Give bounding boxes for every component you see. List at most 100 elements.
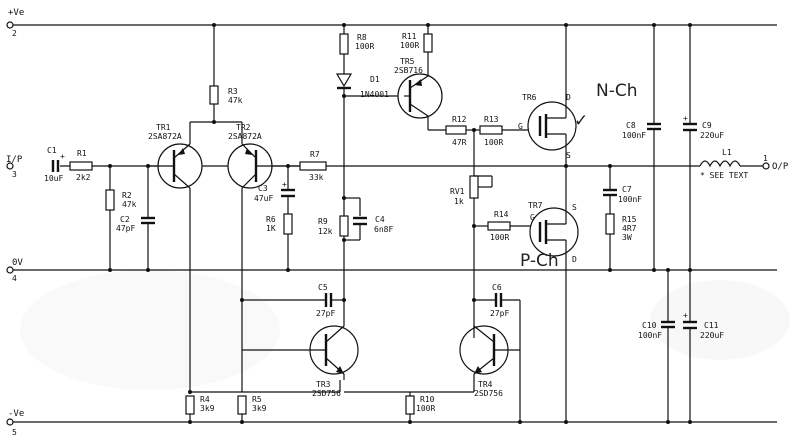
svg-text:+: + (683, 311, 688, 320)
output-label: O/P (772, 162, 789, 172)
r10-ref: R10 (420, 395, 435, 404)
pos-rail-pin: 2 (12, 29, 17, 38)
resistor-r13 (479, 125, 503, 135)
resistor-r7 (299, 161, 327, 171)
neg-terminal (6, 418, 14, 426)
r12-value: 47R (452, 138, 467, 147)
r4-value: 3k9 (200, 404, 215, 413)
r12-ref: R12 (452, 115, 467, 124)
r13-value: 100R (484, 138, 503, 147)
resistor-r2 (105, 189, 115, 211)
capacitor-c1: + C1 10uF (44, 146, 65, 183)
gnd-terminal (6, 266, 14, 274)
gnd-label: 0V (12, 258, 23, 268)
r4-ref: R4 (200, 395, 210, 404)
svg-text:+: + (683, 114, 688, 123)
tr1-ref: TR1 (156, 123, 171, 132)
c1-ref: C1 (47, 146, 57, 155)
r14-ref: R14 (494, 210, 509, 219)
r2-ref: R2 (122, 191, 132, 200)
r5-ref: R5 (252, 395, 262, 404)
tr2-ref: TR2 (236, 123, 251, 132)
tr5-value: 2SB716 (394, 66, 423, 75)
resistor-r5 (237, 395, 247, 415)
tr2-value: 2SA872A (228, 132, 262, 141)
r15-rating: 3W (622, 233, 632, 242)
resistor-r8 (339, 33, 349, 55)
r5-value: 3k9 (252, 404, 267, 413)
r8-ref: R8 (357, 33, 367, 42)
c9-value: 220uF (700, 131, 724, 140)
l1-ref: L1 (722, 148, 732, 157)
r6-value: 1K (266, 224, 276, 233)
resistor-r4 (185, 395, 195, 415)
c5-value: 27pF (316, 309, 335, 318)
c8-value: 100nF (622, 131, 646, 140)
neg-rail-label: -Ve (8, 409, 24, 419)
transistor-tr5: TR5 2SB716 (394, 57, 443, 119)
r10-value: 100R (416, 404, 435, 413)
tr7-source: S (572, 203, 577, 212)
input-pin: 3 (12, 170, 17, 179)
resistor-r11 (423, 33, 433, 53)
c6-value: 27pF (490, 309, 509, 318)
r3-ref: R3 (228, 87, 238, 96)
tr6-gate: G (518, 122, 523, 131)
nch-annotation: N-Ch (596, 81, 638, 101)
r7-ref: R7 (310, 150, 320, 159)
tr3-ref: TR3 (316, 380, 331, 389)
c6-ref: C6 (492, 283, 502, 292)
svg-text:+: + (60, 152, 65, 161)
output-pin: 1 (763, 154, 768, 163)
transistor-tr3: TR3 2SD756 (242, 325, 359, 398)
tr3-value: 2SD756 (312, 389, 341, 398)
resistor-r6 (283, 213, 293, 235)
c8-ref: C8 (626, 121, 636, 130)
resistor-r3 (209, 85, 219, 105)
tr4-ref: TR4 (478, 380, 493, 389)
neg-rail-pin: 5 (12, 428, 17, 437)
r13-ref: R13 (484, 115, 499, 124)
resistor-r15 (605, 213, 615, 235)
r14-value: 100R (490, 233, 509, 242)
tr7-ref: TR7 (528, 201, 543, 210)
resistor-r9 (339, 215, 349, 237)
r3-value: 47k (228, 96, 243, 105)
r1-value: 2k2 (76, 173, 91, 182)
l1-note: * SEE TEXT (700, 171, 748, 180)
c1-value: 10uF (44, 174, 63, 183)
d1-ref: D1 (370, 75, 380, 84)
c4-value: 6n8F (374, 225, 393, 234)
pos-terminal (6, 21, 14, 29)
transistor-tr1: TR1 2SA872A (148, 123, 203, 189)
rv1-value: 1k (454, 197, 464, 206)
c10-value: 100nF (638, 331, 662, 340)
c7-ref: C7 (622, 185, 632, 194)
input-terminal (6, 162, 14, 170)
tr7-drain: D (572, 255, 577, 264)
r11-value: 100R (400, 41, 419, 50)
mosfet-tr7: TR7 G S D (528, 201, 579, 264)
r15-ref: R15 (622, 215, 637, 224)
r8-value: 100R (355, 42, 374, 51)
tr1-value: 2SA872A (148, 132, 182, 141)
c9-ref: C9 (702, 121, 712, 130)
tr7-gate: G (530, 213, 535, 222)
input-label: I/P (6, 155, 23, 165)
potentiometer-rv1 (469, 175, 479, 199)
d1-value: 1N4001 (360, 90, 389, 99)
r9-value: 12k (318, 227, 333, 236)
diode-d1 (335, 73, 353, 88)
r11-ref: R11 (402, 32, 417, 41)
gnd-pin: 4 (12, 274, 17, 283)
resistor-r1: R1 2k2 (69, 149, 93, 182)
r7-value: 33k (309, 173, 324, 182)
inductor-l1: L1 * SEE TEXT (699, 148, 748, 180)
c11-ref: C11 (704, 321, 719, 330)
transistor-tr4: TR4 2SD756 (459, 325, 520, 398)
tr6-ref: TR6 (522, 93, 537, 102)
tr5-ref: TR5 (400, 57, 415, 66)
rv1-ref: RV1 (450, 187, 465, 196)
pch-annotation: P-Ch (520, 251, 559, 271)
